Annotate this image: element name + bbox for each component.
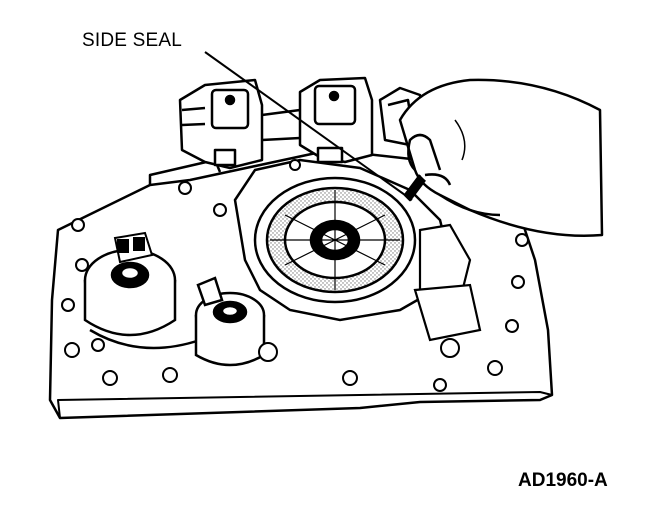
pump-housing (233, 158, 452, 322)
figure-id-label: AD1960-A (518, 470, 608, 491)
small-bracket (113, 231, 154, 264)
left-actuator (83, 248, 201, 350)
center-valve (194, 276, 266, 367)
solenoid-middle (298, 76, 374, 164)
solenoid-left (178, 78, 264, 170)
bolt-holes (61, 159, 529, 392)
side-seal-callout: SIDE SEAL (82, 30, 183, 51)
callout-leader-line (204, 51, 413, 201)
hand-illustration (398, 78, 604, 237)
solenoid-blocks (178, 76, 427, 170)
side-block (413, 223, 482, 342)
